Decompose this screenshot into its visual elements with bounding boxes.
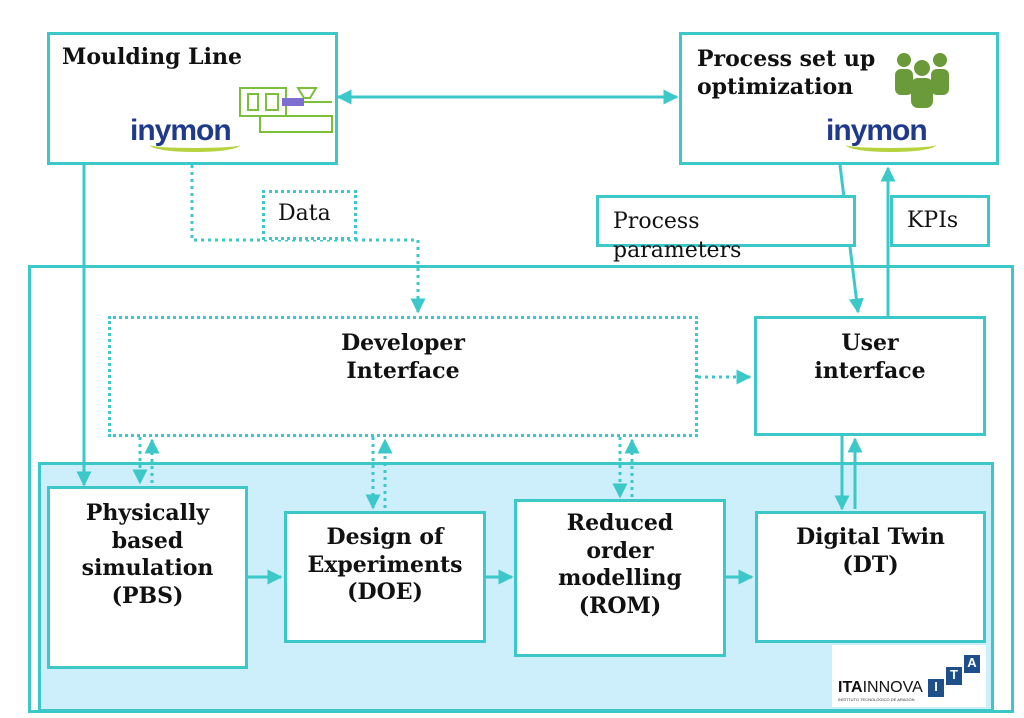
moulding-line-title: Moulding Line (62, 44, 242, 70)
process-parameters-label: Process parameters (613, 209, 742, 263)
doe-box (284, 511, 486, 643)
dt-box (755, 511, 986, 643)
data-label-box (262, 190, 357, 240)
ita-innova-logo: ITAINNOVA INSTITUTO TECNOLÓGICO DE ARAGÓ… (832, 645, 986, 707)
inymon-swoosh-left (150, 138, 240, 152)
developer-interface-label: Developer Interface (341, 330, 465, 384)
kpis-label: KPIs (907, 208, 959, 233)
dt-label: Digital Twin (DT) (796, 524, 945, 578)
developer-interface-box (108, 316, 698, 437)
process-optimization-title: Process set up optimization (697, 46, 876, 100)
process-parameters-box (596, 195, 856, 247)
people-group-icon (895, 53, 949, 108)
ita-letter-i: I (928, 679, 944, 697)
arrow-data-developer (190, 165, 426, 314)
pbs-box (47, 486, 248, 669)
rom-label: Reduced order modelling (ROM) (558, 510, 682, 619)
doe-label: Design of Experiments (DOE) (307, 524, 463, 605)
pbs-label: Physically based simulation (PBS) (81, 500, 214, 609)
ita-letter-t: T (946, 667, 962, 685)
process-optimization-box (679, 32, 999, 165)
ita-letter-a: A (964, 655, 980, 673)
kpis-box (890, 195, 990, 247)
user-interface-box (754, 316, 986, 436)
user-interface-label: User interface (814, 330, 926, 384)
injection-machine-icon (239, 87, 333, 133)
inymon-swoosh-right (846, 138, 936, 152)
data-label: Data (278, 201, 331, 226)
rom-box (514, 499, 726, 657)
